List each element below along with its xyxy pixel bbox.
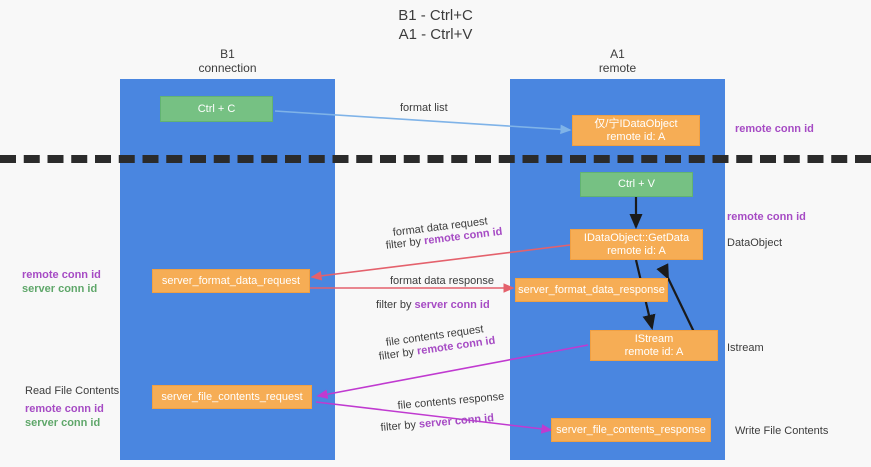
arrow-format-data-request — [310, 244, 571, 281]
label-server-conn-id-1: server conn id — [22, 283, 98, 295]
column-header-a1-role: remote — [598, 61, 637, 75]
box-istream-title: IStream — [634, 332, 674, 345]
box-ctrl-v-label: Ctrl + V — [618, 178, 655, 190]
column-header-b1-name: B1 — [220, 47, 235, 61]
box-server-file-contents-request-label: server_file_contents_request — [161, 390, 303, 403]
box-idataobject-title: 仅/宁IDataObject — [594, 117, 678, 130]
box-server-file-contents-request[interactable]: server_file_contents_request — [152, 385, 312, 409]
filter-key-server-conn-id: server conn id — [414, 299, 490, 311]
arrow-file-contents-response — [315, 401, 553, 434]
column-header-b1: B1 connection — [120, 47, 335, 75]
filter-prefix: filter by — [380, 418, 420, 434]
box-idataobject[interactable]: 仅/宁IDataObject remote id: A — [572, 115, 700, 146]
column-header-b1-role: connection — [198, 61, 257, 75]
label-remote-conn-id-top: remote conn id — [735, 123, 814, 135]
box-istream[interactable]: IStream remote id: A — [590, 330, 718, 361]
box-idataobject-subtitle: remote id: A — [606, 130, 666, 143]
arrow-label-format-data-response-filter: filter by server conn id — [376, 298, 490, 312]
box-server-format-data-response[interactable]: server_format_data_response — [515, 278, 668, 302]
label-dataobject: DataObject — [727, 237, 783, 249]
label-istream: Istream — [727, 342, 764, 354]
column-header-a1: A1 remote — [510, 47, 725, 75]
box-idataobject-getdata[interactable]: IDataObject::GetData remote id: A — [570, 229, 703, 260]
box-server-file-contents-response-label: server_file_contents_response — [556, 423, 706, 436]
label-remote-conn-id-2: remote conn id — [25, 403, 104, 415]
box-server-format-data-response-label: server_format_data_response — [518, 283, 665, 296]
box-server-format-data-request[interactable]: server_format_data_request — [152, 269, 310, 293]
label-server-conn-id-2: server conn id — [25, 417, 101, 429]
column-header-a1-name: A1 — [610, 47, 625, 61]
box-ctrl-c-label: Ctrl + C — [197, 102, 236, 115]
box-getdata-title: IDataObject::GetData — [583, 231, 690, 244]
box-ctrl-v[interactable]: Ctrl + V — [580, 172, 693, 197]
label-remote-conn-id-mid: remote conn id — [727, 211, 806, 223]
diagram-title: B1 - Ctrl+C A1 - Ctrl+V — [0, 6, 871, 44]
box-server-file-contents-response[interactable]: server_file_contents_response — [551, 418, 711, 442]
box-getdata-subtitle: remote id: A — [607, 244, 666, 257]
title-line-2: A1 - Ctrl+V — [398, 26, 473, 43]
label-write-file-contents: Write File Contents — [735, 425, 829, 437]
box-istream-subtitle: remote id: A — [624, 345, 684, 358]
arrow-file-contents-request — [316, 344, 589, 399]
arrow-label-format-list: format list — [400, 102, 448, 114]
box-server-format-data-request-label: server_format_data_request — [161, 274, 301, 287]
label-remote-conn-id-1: remote conn id — [22, 269, 101, 281]
filter-prefix: filter by — [376, 299, 415, 311]
arrow-response-to-istream — [656, 263, 695, 333]
section-divider — [0, 155, 871, 163]
arrow-format-list — [274, 110, 572, 135]
box-ctrl-c[interactable]: Ctrl + C — [160, 96, 273, 122]
arrow-label-format-data-response: format data response — [390, 275, 494, 287]
label-read-file-contents: Read File Contents — [25, 385, 120, 397]
title-line-1: B1 - Ctrl+C — [398, 7, 473, 24]
